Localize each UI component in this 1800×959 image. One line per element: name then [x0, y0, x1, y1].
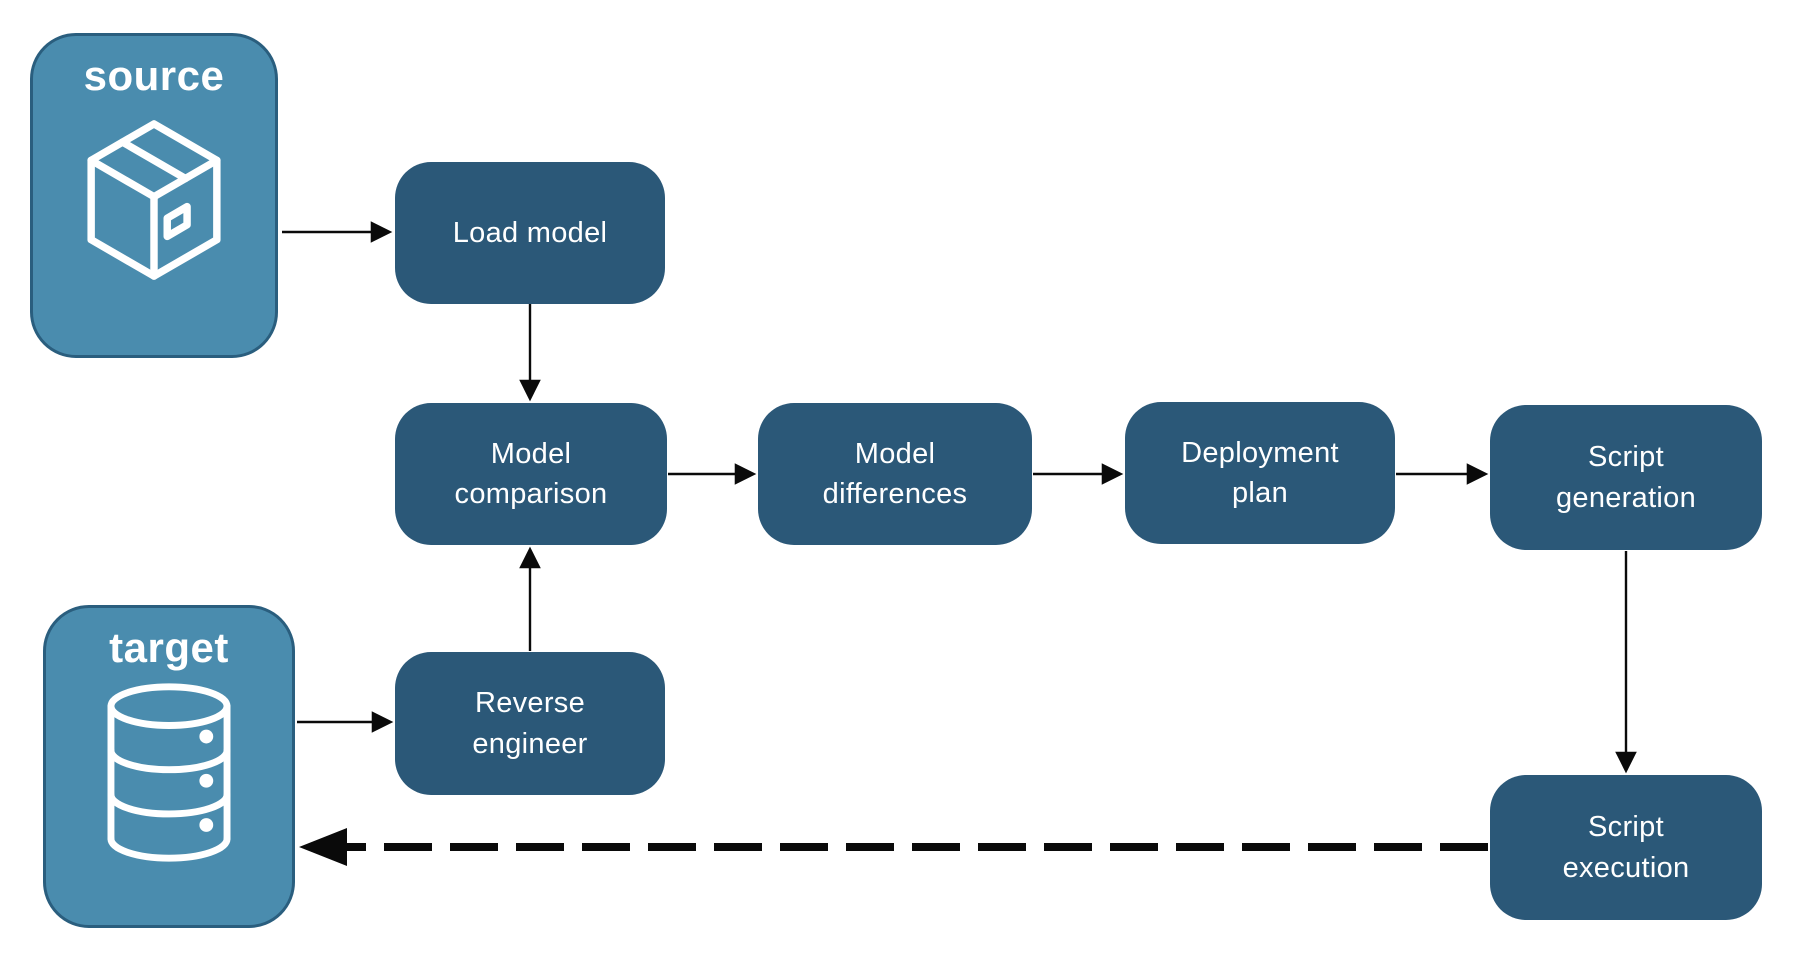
step-label-line: Script	[1588, 441, 1664, 474]
step-label-line: plan	[1231, 477, 1289, 509]
step-label-line: Script	[1588, 811, 1664, 844]
step-label-line: engineer	[472, 727, 588, 760]
source-node: source	[30, 33, 278, 358]
step-deployment-plan: Deployment plan	[1125, 402, 1395, 544]
database-icon	[107, 683, 231, 862]
step-reverse-engineer: Reverse engineer	[395, 652, 665, 795]
step-model-comparison: Model comparison	[395, 403, 667, 545]
step-label-line: comparison	[454, 478, 608, 510]
step-label-line: Deployment	[1181, 436, 1339, 469]
step-label-line: generation	[1555, 481, 1697, 514]
target-label: target	[109, 624, 229, 671]
step-script-generation: Script generation	[1490, 405, 1762, 550]
step-label-line: Reverse	[474, 687, 586, 720]
source-label: source	[83, 52, 225, 99]
step-model-differences: Model differences	[758, 403, 1032, 545]
dashed-arrowhead	[299, 828, 347, 866]
step-label-line: Load model	[452, 216, 608, 249]
step-label-line: execution	[1562, 851, 1690, 884]
step-label-line: differences	[822, 478, 968, 510]
step-load-model: Load model	[395, 162, 665, 304]
step-script-execution: Script execution	[1490, 775, 1762, 920]
step-label-line: Model	[854, 437, 936, 470]
step-label-line: Model	[490, 437, 572, 470]
package-icon	[87, 120, 221, 280]
target-node: target	[43, 605, 295, 928]
